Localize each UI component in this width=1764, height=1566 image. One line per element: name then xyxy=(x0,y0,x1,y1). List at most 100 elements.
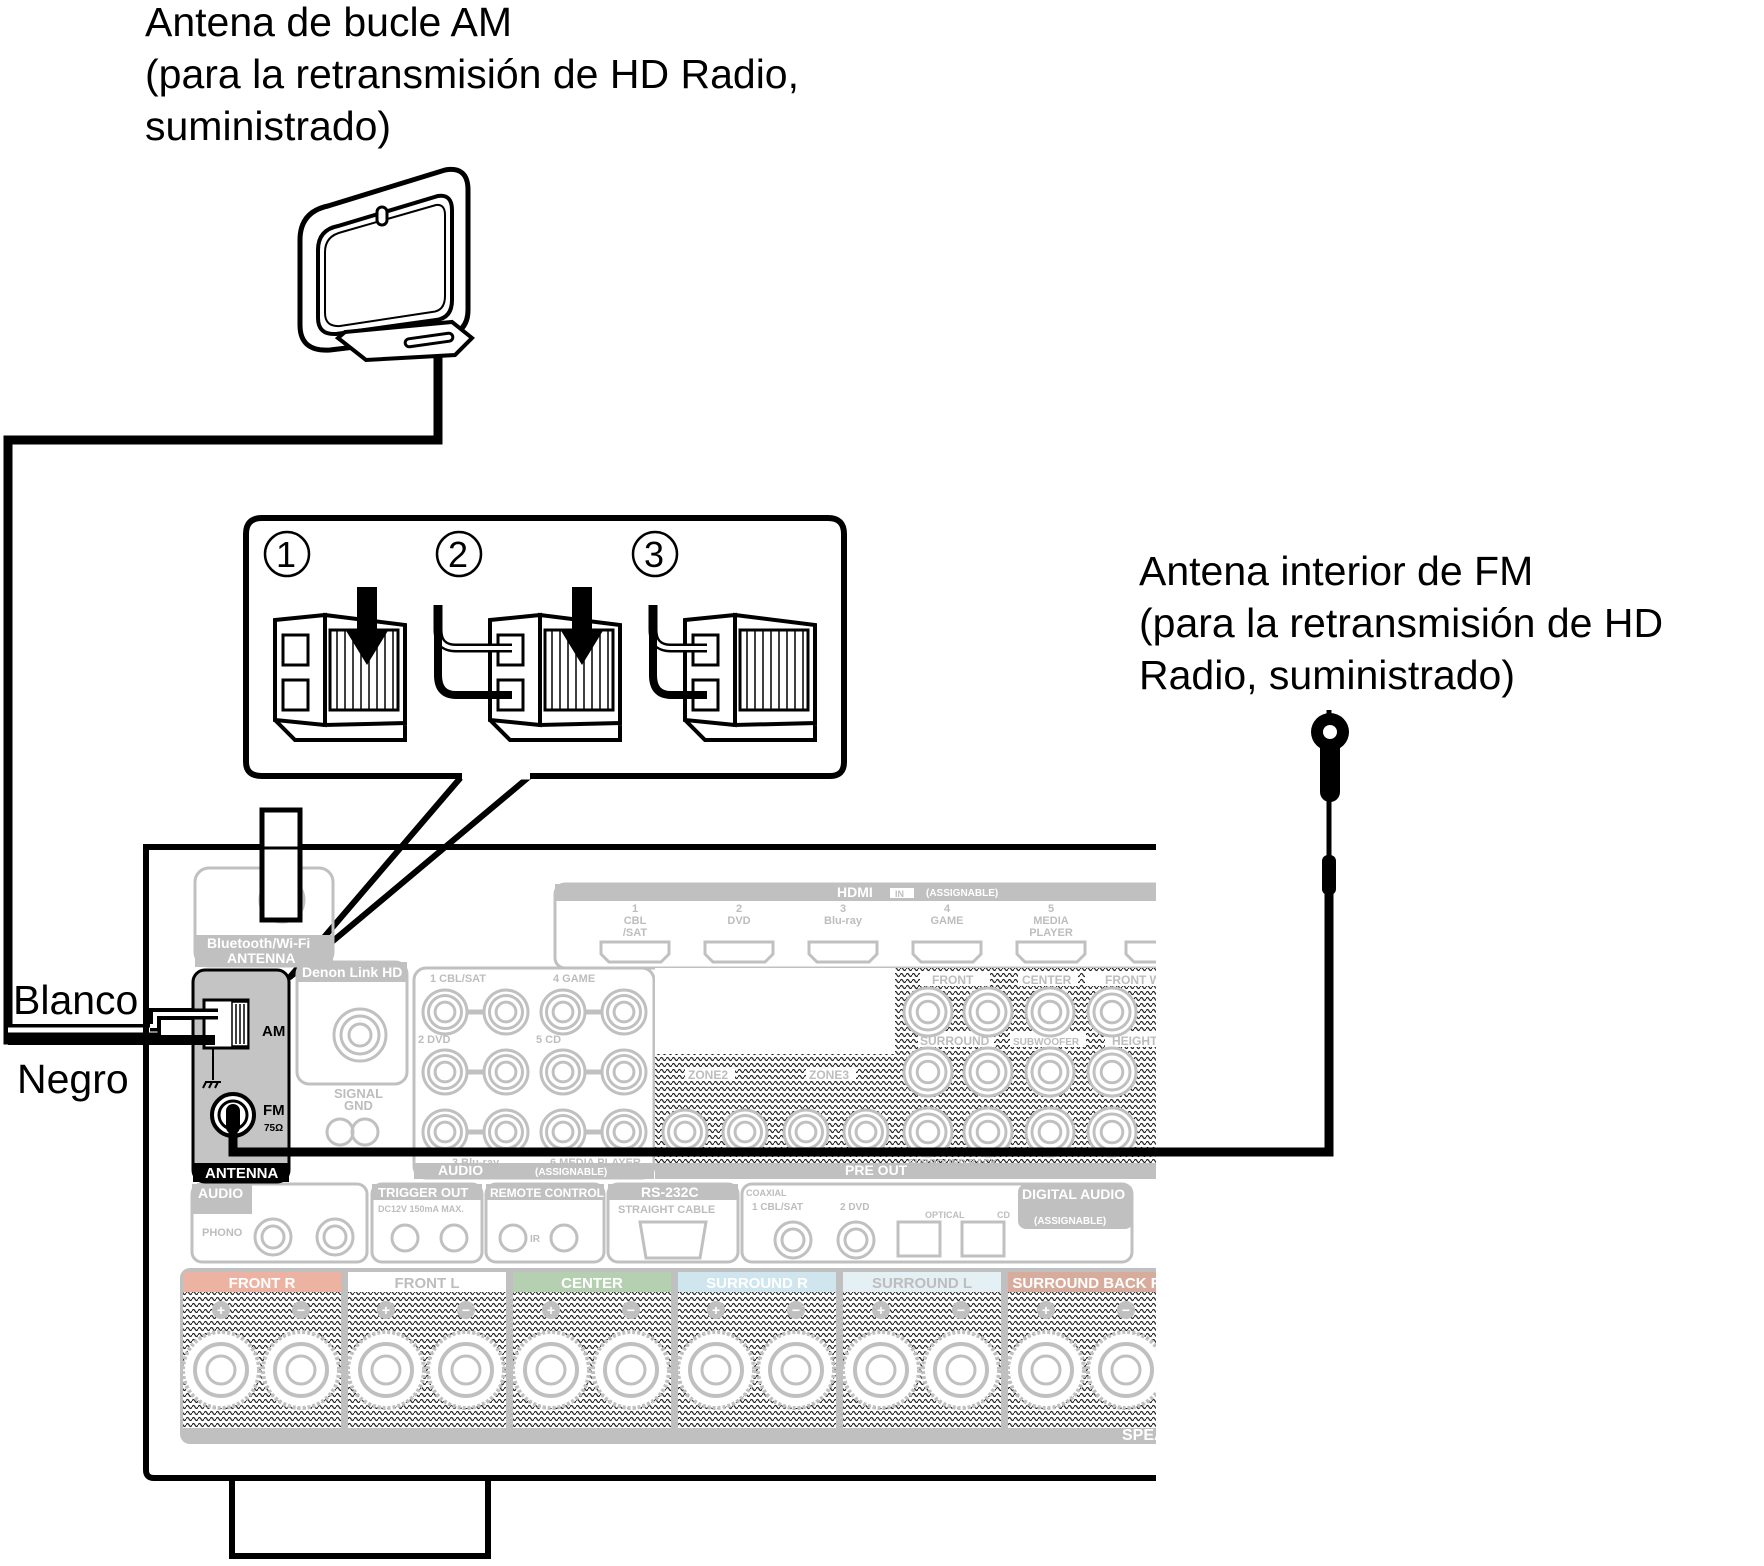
speaker-channel-label: SURROUND L xyxy=(872,1275,972,1292)
pre-out-height-label: HEIGHT xyxy=(1112,1034,1158,1048)
am-loop-antenna-icon xyxy=(297,166,475,363)
ir-label: IR xyxy=(530,1234,541,1245)
fm-impedance-label: 75Ω xyxy=(264,1123,283,1134)
plus-icon: + xyxy=(712,1302,720,1318)
audio-in-jack xyxy=(421,1108,469,1156)
pre-out-surround-back-label: SURROUND BACK xyxy=(908,1158,998,1169)
audio-in-label: 5 CD xyxy=(536,1034,561,1046)
terminal-step-2-icon xyxy=(433,587,622,742)
denon-link-label: Denon Link HD xyxy=(302,964,402,980)
zone-pre-out-jack xyxy=(842,1108,890,1156)
speaker-channel-label: FRONT L xyxy=(395,1275,460,1292)
pre-out-front-wide-label: FRONT W xyxy=(1105,973,1162,987)
speaker-channel-label: SURROUND BACK R xyxy=(1012,1275,1161,1292)
black-wire-label: Negro xyxy=(17,1056,129,1102)
speaker-terminal-center: CENTER+− xyxy=(511,1272,671,1428)
hdmi-port-number: 1 xyxy=(632,903,638,915)
pre-out-jack xyxy=(962,986,1014,1038)
trigger-out-title: TRIGGER OUT xyxy=(378,1185,468,1200)
digital-audio-assignable: (ASSIGNABLE) xyxy=(1034,1216,1106,1227)
hdmi-in-badge: IN xyxy=(895,889,904,899)
hdmi-port-number: 2 xyxy=(736,903,742,915)
minus-icon: − xyxy=(957,1302,965,1318)
fm-antenna-cable xyxy=(228,860,1334,1157)
pre-out-front-label: FRONT xyxy=(932,973,974,987)
pre-out-jack xyxy=(1024,1106,1076,1158)
speaker-channel-label: SURROUND R xyxy=(706,1275,808,1292)
hdmi-port-name: CBL xyxy=(624,915,647,927)
hdmi-port-icon xyxy=(703,940,775,964)
phono-label: PHONO xyxy=(202,1227,243,1239)
rs232c-sub: STRAIGHT CABLE xyxy=(618,1204,715,1216)
speaker-terminal-front-r: FRONT R+− xyxy=(181,1272,341,1428)
minus-icon: − xyxy=(792,1302,800,1318)
audio-in-label: 3 Blu-ray xyxy=(452,1157,500,1169)
pre-out-jack xyxy=(902,1106,954,1158)
audio-in-jack xyxy=(482,988,530,1036)
am-loop-antenna-label: Antena de bucle AM (para la retransmisió… xyxy=(145,0,799,149)
hdmi-port-name: GAME xyxy=(931,915,964,927)
audio-in-label: 6 MEDIA PLAYER xyxy=(550,1157,641,1169)
coaxial-2-label: 2 DVD xyxy=(840,1202,869,1213)
audio-in-jack xyxy=(482,1108,530,1156)
speaker-terminal-surround-back-r: SURROUND BACK R + − xyxy=(1006,1272,1161,1428)
hdmi-port-name: MEDIA xyxy=(1033,915,1069,927)
bt-wifi-label-2: ANTENNA xyxy=(227,950,295,966)
signal-gnd-label-2: GND xyxy=(344,1098,373,1113)
speaker-channel-label: CENTER xyxy=(561,1275,623,1292)
fm-label: FM xyxy=(263,1102,285,1119)
audio-in-jack xyxy=(482,1048,530,1096)
hdmi-assignable: (ASSIGNABLE) xyxy=(926,888,998,899)
hdmi-port-name-2: PLAYER xyxy=(1029,927,1073,939)
audio-in-jack xyxy=(600,1108,648,1156)
speaker-channel-label: FRONT R xyxy=(229,1275,296,1292)
speakers-label: SPEA xyxy=(1122,1427,1166,1444)
coaxial-1-label: 1 CBL/SAT xyxy=(752,1202,803,1213)
audio-in-jack xyxy=(421,1048,469,1096)
step-1-number: 1 xyxy=(276,534,296,575)
pre-out-jack xyxy=(1086,986,1138,1038)
audio-in-jack xyxy=(539,1108,587,1156)
hdmi-port-number: 3 xyxy=(840,903,846,915)
pre-out-jacks xyxy=(661,986,1138,1158)
hdmi-port-name: Blu-ray xyxy=(824,915,863,927)
pre-out-jack xyxy=(1024,986,1076,1038)
pre-out-jack xyxy=(1086,1046,1138,1098)
pre-out-title: PRE OUT xyxy=(845,1162,908,1178)
zone-pre-out-jack xyxy=(721,1108,769,1156)
speaker-terminal-surround-r: SURROUND R + − xyxy=(676,1272,836,1428)
bt-wifi-antenna-icon xyxy=(259,807,303,923)
hdmi-port-number: 4 xyxy=(944,903,951,915)
pre-out-surround-label: SURROUND xyxy=(920,1034,990,1048)
receiver-rear-panel: Bluetooth/Wi-Fi ANTENNA Denon Link HD SI… xyxy=(8,807,1334,1559)
plus-icon: + xyxy=(1042,1302,1050,1318)
pre-out-jack xyxy=(962,1106,1014,1158)
pre-out-jack xyxy=(1024,1046,1076,1098)
binding-post-icon xyxy=(1086,1330,1156,1410)
audio-in-jack xyxy=(421,988,469,1036)
hdmi-port-icon xyxy=(1124,940,1156,964)
zone-pre-out-jack xyxy=(661,1108,709,1156)
hdmi-port-icon xyxy=(1015,940,1087,964)
zone3-label: ZONE3 xyxy=(809,1068,849,1082)
pre-out-jack xyxy=(902,1046,954,1098)
step-2-number: 2 xyxy=(448,534,468,575)
signal-gnd-label: SIGNAL xyxy=(334,1086,383,1101)
hdmi-port-icon xyxy=(911,940,983,964)
audio-in-jack xyxy=(600,1048,648,1096)
minus-icon: − xyxy=(1122,1302,1130,1318)
optical-cd-label: CD xyxy=(997,1210,1010,1220)
audio-in-assignable: (ASSIGNABLE) xyxy=(535,1167,607,1178)
terminal-step-3-icon xyxy=(648,605,817,742)
hdmi-port-name-2: /SAT xyxy=(623,927,648,939)
fm-indoor-antenna-label: Antena interior de FM (para la retransmi… xyxy=(1139,548,1664,698)
phono-audio-title: AUDIO xyxy=(198,1185,243,1201)
bt-wifi-label-1: Bluetooth/Wi-Fi xyxy=(207,935,310,951)
plus-icon: + xyxy=(382,1302,390,1318)
audio-in-jack xyxy=(539,1048,587,1096)
audio-in-label: 2 DVD xyxy=(418,1034,450,1046)
hdmi-port-icon xyxy=(807,940,879,964)
terminal-step-1-icon xyxy=(273,587,407,742)
speaker-terminals: FRONT R+−FRONT L+−CENTER+−SURROUND R+−SU… xyxy=(181,1272,1161,1428)
